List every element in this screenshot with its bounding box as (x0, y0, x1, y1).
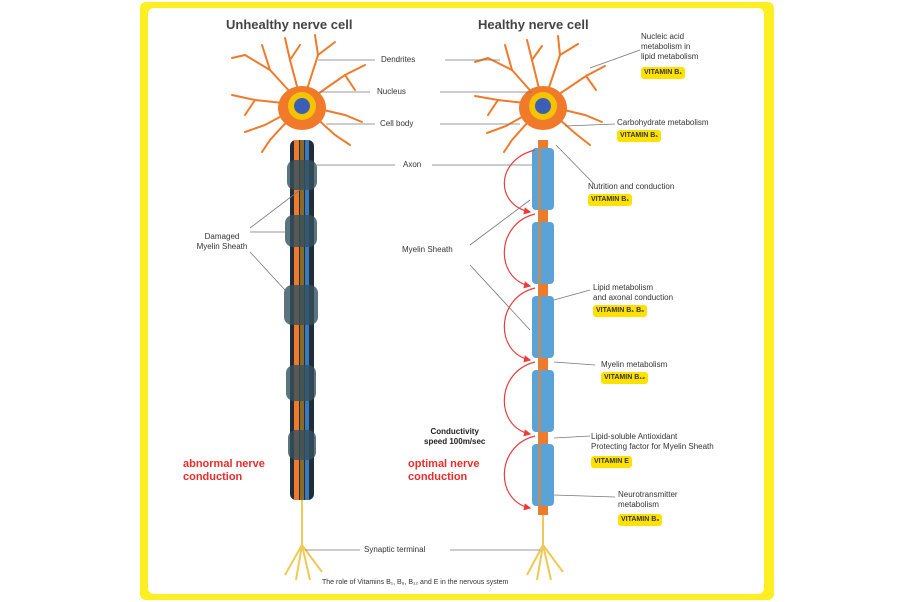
label-conductivity-speed: Conductivity speed 100m/sec (424, 427, 486, 446)
vitamin-badge: VITAMIN B₁ (588, 194, 633, 206)
label-nucleus: Nucleus (377, 87, 406, 96)
healthy-synaptic-terminal (526, 515, 564, 581)
leader-lines (249, 49, 641, 551)
saltatory-conduction-arrows (503, 149, 536, 511)
healthy-nucleolus (535, 98, 551, 114)
vitamin-badge: VITAMIN B₁ (617, 130, 662, 142)
label-damaged-myelin: Damaged Myelin Sheath (196, 232, 248, 251)
annotation-text: Lipid metabolism and axonal conduction (593, 283, 674, 302)
vitamin-badge: VITAMIN B₁ B₆ (593, 305, 648, 317)
annotation-text: Nucleic acid metabolism in lipid metabol… (641, 32, 699, 61)
unhealthy-title: Unhealthy nerve cell (226, 17, 353, 32)
unhealthy-axon (284, 140, 318, 500)
label-optimal-conduction: optimal nerve conduction (408, 458, 480, 483)
label-dendrites: Dendrites (381, 55, 416, 64)
label-axon: Axon (403, 160, 422, 169)
healthy-title: Healthy nerve cell (478, 17, 589, 32)
annotation-text: Carbohydrate metabolism (617, 118, 709, 127)
unhealthy-synaptic-terminal (284, 500, 323, 581)
label-synaptic-terminal: Synaptic terminal (364, 545, 426, 554)
vitamin-badge: VITAMIN B₁₂ (601, 372, 649, 384)
footnote: The role of Vitamins B₁, B₆, B₁₂ and E i… (322, 579, 509, 586)
vitamin-badge: VITAMIN E (591, 456, 632, 468)
unhealthy-nucleolus (294, 98, 310, 114)
vitamin-badge: VITAMIN B₆ (618, 514, 663, 526)
annotation-text: Nutrition and conduction (588, 182, 675, 191)
label-myelin-sheath: Myelin Sheath (402, 245, 453, 254)
annotation-text: Myelin metabolism (601, 360, 668, 369)
label-abnormal-conduction: abnormal nerve conduction (183, 458, 265, 483)
label-cell-body: Cell body (380, 119, 414, 128)
healthy-axon (532, 140, 554, 515)
vitamin-badge: VITAMIN B₁ (641, 67, 686, 79)
annotation-text: Lipid-soluble Antioxidant Protecting fac… (591, 432, 714, 451)
annotation-text: Neurotransmitter metabolism (618, 490, 678, 509)
